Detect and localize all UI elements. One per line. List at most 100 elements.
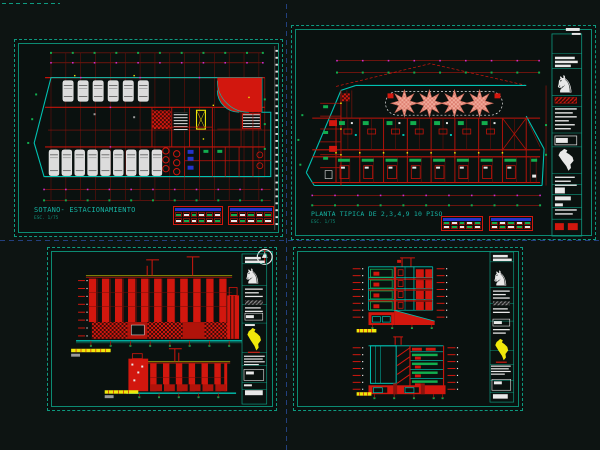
text-dash	[275, 91, 278, 94]
room-outlines	[370, 268, 393, 311]
strip	[411, 362, 438, 366]
level-label-dash	[446, 288, 448, 291]
level-label-dash	[456, 347, 459, 349]
car-body	[100, 149, 111, 176]
upper-left-rooms	[341, 90, 353, 119]
level-label-dash	[446, 295, 448, 297]
elevator-shaft	[195, 109, 206, 130]
marker-dot	[340, 102, 342, 105]
level-label-dash	[362, 275, 364, 277]
strip	[141, 278, 149, 323]
ramp	[394, 310, 435, 326]
grid-dot	[130, 188, 132, 191]
grid-dot	[86, 188, 89, 191]
marker-dot	[202, 138, 205, 140]
strip	[433, 158, 445, 162]
level-label-dash	[456, 361, 459, 363]
strip	[415, 269, 424, 278]
grid-dot	[448, 194, 450, 197]
grid-dot	[151, 199, 154, 202]
building-outline	[33, 77, 272, 178]
info-text-lines	[492, 329, 510, 334]
marker-dot	[133, 379, 136, 382]
strip	[412, 166, 417, 169]
strip	[219, 278, 227, 323]
stamp-block	[554, 223, 564, 231]
level-label-dash	[362, 354, 364, 356]
marker-dot	[263, 123, 266, 126]
marker-dot	[263, 98, 266, 101]
main-elevation	[71, 256, 243, 357]
legend-chip	[444, 222, 449, 224]
marker-dot	[340, 128, 342, 130]
grid-dot	[412, 397, 415, 400]
strip	[415, 280, 424, 289]
grid-dot	[152, 188, 154, 191]
grid-dot	[516, 194, 519, 197]
info-text-lines	[244, 288, 263, 298]
legend-chip	[475, 222, 480, 224]
grid-dot	[410, 327, 413, 329]
scale-bar	[104, 390, 139, 399]
roof-antenna	[400, 257, 415, 267]
grid-dot	[71, 61, 74, 64]
text-dash	[275, 98, 278, 101]
marker-dot	[402, 133, 405, 136]
legend-cell	[443, 222, 450, 225]
gray-hatch-band	[492, 301, 510, 306]
info-text-lines	[554, 209, 577, 215]
grid-dot	[173, 188, 176, 191]
level-label-dash	[446, 268, 448, 270]
marker-dot	[27, 141, 30, 144]
legend-cell	[458, 222, 466, 225]
tree-icon	[465, 88, 494, 118]
parking-row-bottom	[48, 149, 163, 176]
marker-dot	[248, 96, 250, 99]
grid-dot	[239, 188, 241, 191]
car-body	[122, 80, 134, 102]
legend-cell	[238, 218, 247, 223]
grid-dot	[430, 327, 433, 329]
legend-row	[491, 226, 532, 229]
grid-dot	[108, 199, 111, 202]
strip	[482, 165, 492, 179]
text-dash	[275, 63, 278, 66]
level-label-dash	[362, 367, 364, 370]
strip	[339, 165, 350, 179]
car-icon	[61, 149, 73, 176]
text-line	[554, 176, 575, 178]
floor-furniture	[411, 353, 438, 383]
legend-cell	[230, 212, 238, 217]
roof-dashed-lines	[335, 63, 527, 87]
marker-dot	[133, 116, 136, 119]
text-line	[554, 60, 578, 64]
marker-dot	[198, 76, 201, 79]
legend-header-bar	[230, 208, 272, 211]
grid-dot	[439, 71, 442, 74]
level-label-dash	[362, 381, 364, 383]
text-line	[490, 373, 505, 375]
legend-cell	[507, 226, 515, 229]
level-label-dash	[362, 309, 364, 311]
level-ticks	[78, 280, 88, 337]
level-label-dash	[362, 388, 364, 390]
marker-dot	[35, 93, 38, 96]
car-body	[74, 149, 85, 176]
grid-dot	[246, 51, 248, 54]
text-line	[243, 358, 263, 360]
legend-cell	[247, 212, 255, 217]
grid-dot	[393, 397, 396, 400]
level-label-dash	[86, 280, 88, 282]
marker-dot	[131, 363, 134, 366]
text-line	[492, 297, 510, 299]
grid-dot	[159, 61, 161, 64]
car-icon	[74, 149, 85, 176]
strip	[458, 165, 469, 179]
car-body	[87, 149, 98, 176]
strip	[370, 290, 393, 300]
text-dash	[275, 49, 278, 52]
text-dash	[275, 70, 278, 73]
grid-dot	[311, 194, 314, 197]
level-label-dash	[446, 309, 448, 311]
